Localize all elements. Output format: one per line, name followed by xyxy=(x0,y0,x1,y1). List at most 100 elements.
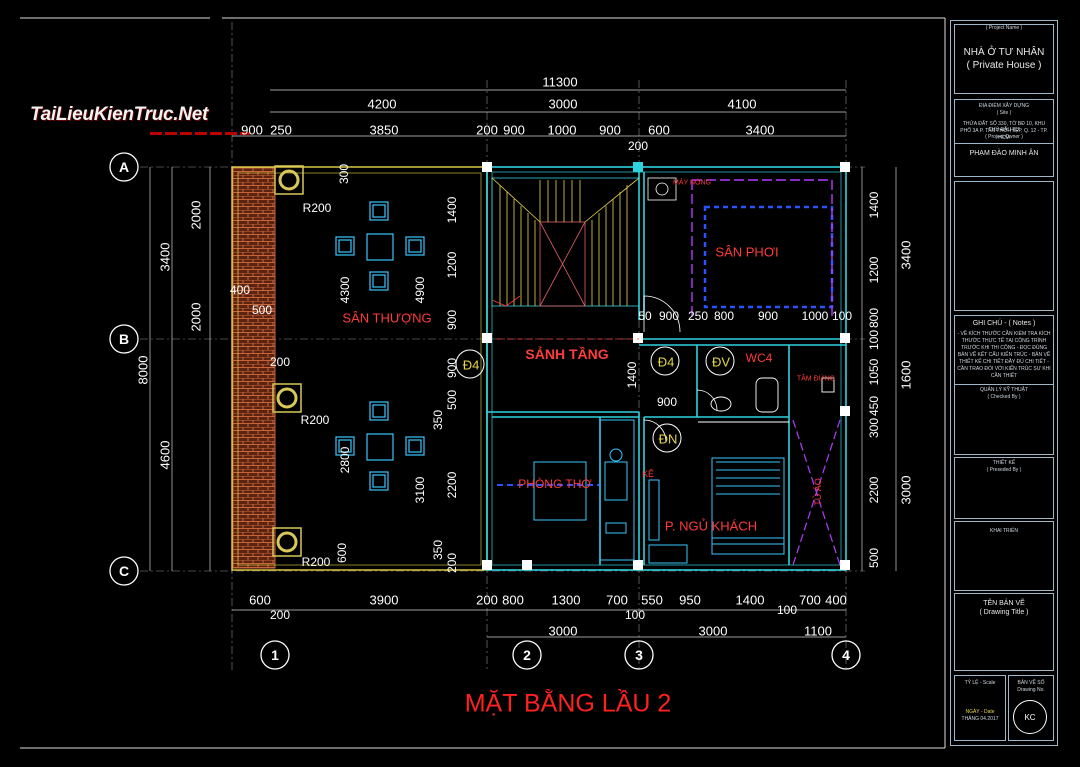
terrace-furniture xyxy=(335,201,425,491)
dimension-label: 900 xyxy=(503,122,525,138)
blank-cell xyxy=(954,181,1054,311)
dimension-label: 200 xyxy=(476,592,498,608)
dwg-title-label: TÊN BẢN VẼ xyxy=(983,600,1025,607)
room-label-altar: PHÒNG THỜ xyxy=(518,477,592,491)
dimension-label: 100 xyxy=(831,309,853,323)
room-label-wardrobe: TỦ ÁO xyxy=(813,478,823,506)
dimension-label: 1300 xyxy=(551,592,581,608)
dimension-label: 600 xyxy=(648,122,670,138)
dimension-label: 200 xyxy=(627,139,649,153)
dimension-label: 500 xyxy=(251,303,273,317)
stair xyxy=(491,177,640,307)
checked-label: QUẢN LÝ KỸ THUẬT xyxy=(980,387,1028,393)
room-label-hall: SẢNH TẦNG xyxy=(525,346,609,362)
light-label: Đ4 xyxy=(657,354,675,370)
site-text: THỬA ĐẤT SỐ 330, TỜ BĐ 10, KHU PHỐ 3A P.… xyxy=(960,121,1048,141)
dimension-label: R200 xyxy=(302,201,332,215)
grid-bubble-label: A xyxy=(118,159,130,175)
dimension-label: 900 xyxy=(757,309,779,323)
dev-cell: KHAI TRIỂN xyxy=(954,521,1054,591)
dimension-label: 8000 xyxy=(135,355,151,385)
grid-bubble-label: B xyxy=(118,331,130,347)
dimension-label: 200 xyxy=(476,122,498,138)
dimension-label: 3000 xyxy=(698,623,728,639)
axis-bubbles xyxy=(109,152,861,670)
dimension-label: 1200 xyxy=(867,256,881,284)
dimension-label: 3900 xyxy=(369,592,399,608)
dimension-label: 100 xyxy=(624,608,646,622)
dimension-label: 3000 xyxy=(898,475,914,505)
dwgno-cell: BẢN VẼ SỐ Drawing No. xyxy=(1008,675,1054,741)
grid-bubble-label: 3 xyxy=(635,647,643,663)
dimension-label: 200 xyxy=(269,608,291,622)
dimension-label: 250 xyxy=(687,309,709,323)
dimension-label: 900 xyxy=(599,122,621,138)
scale-label: TỶ LỆ - Scale xyxy=(964,680,996,686)
dimension-label: 2000 xyxy=(188,200,204,230)
dimension-label: 800 xyxy=(713,309,735,323)
dimension-label: 900 xyxy=(656,395,678,409)
project-name-en: ( Private House ) xyxy=(966,60,1042,71)
dimension-label: 800 xyxy=(502,592,524,608)
dimension-label: 300 xyxy=(867,417,881,439)
watermark-logo: TaiLieuKienTruc.Net xyxy=(30,104,209,125)
dimension-label: 800 xyxy=(867,307,881,329)
grid-bubble-label: C xyxy=(118,563,130,579)
room-label-shelf: KỆ xyxy=(641,469,655,479)
dimension-label: 11300 xyxy=(542,74,578,90)
owner-cell: CHỦ ĐẦU TƯ ( Project Owner ) PHẠM ĐÀO MI… xyxy=(954,125,1054,177)
dimension-label: 450 xyxy=(867,395,881,417)
dimension-label: 3000 xyxy=(548,623,578,639)
light-label: Đ4 xyxy=(462,357,480,373)
dimension-label: 2200 xyxy=(867,476,881,504)
project-name: NHÀ Ở TƯ NHÂN xyxy=(963,47,1045,58)
dimension-label: 900 xyxy=(445,309,459,331)
title-block: ( Project Name ) NHÀ Ở TƯ NHÂN ( Private… xyxy=(950,20,1058,746)
site-cell: ĐỊA ĐIỂM XÂY DỰNG ( Site ) THỬA ĐẤT SỐ 3… xyxy=(954,99,1054,144)
dimension-label: 1400 xyxy=(625,361,639,389)
light-symbols xyxy=(455,346,735,453)
dev-label: KHAI TRIỂN xyxy=(990,528,1018,534)
room-label-drying: SÂN PHƠI xyxy=(715,244,779,260)
dimension-label: 300 xyxy=(337,163,351,185)
dimension-label: 550 xyxy=(641,592,663,608)
drawn-en: ( Preseded By ) xyxy=(986,467,1022,473)
dimension-label: 100 xyxy=(776,603,798,617)
dimension-label: 1000 xyxy=(547,122,577,138)
dimension-label: 4200 xyxy=(367,96,397,112)
notes-text: - VỀ KÍCH THƯỚC CẦN KIỂM TRA KÍCH THƯỚC … xyxy=(957,331,1051,379)
light-label: ĐV xyxy=(711,354,731,370)
dimension-label: 700 xyxy=(606,592,628,608)
dimension-label: 1200 xyxy=(445,251,459,279)
dimension-label: 4100 xyxy=(727,96,757,112)
dimension-label: 1050 xyxy=(867,358,881,386)
date-value: THÁNG 04.2017 xyxy=(961,716,999,722)
dimension-label: 400 xyxy=(229,283,251,297)
dimension-label: 100 xyxy=(867,329,881,351)
dimension-label: 4900 xyxy=(413,276,427,304)
dimension-label: 4300 xyxy=(338,276,352,304)
room-label-heater: MÁY NÓNG xyxy=(673,179,711,187)
dimension-label: 1600 xyxy=(898,360,914,390)
dimension-label: 2000 xyxy=(188,302,204,332)
dimension-label: 3400 xyxy=(745,122,775,138)
dimension-label: 350 xyxy=(431,539,445,561)
dimension-label: R200 xyxy=(300,413,330,427)
dimension-label: 900 xyxy=(658,309,680,323)
dimension-lines xyxy=(149,89,897,638)
dimension-label: 200 xyxy=(269,355,291,369)
doors xyxy=(643,295,718,443)
dwg-title-cell: TÊN BẢN VẼ ( Drawing Title ) xyxy=(954,593,1054,671)
project-name-label: ( Project Name ) xyxy=(985,25,1023,31)
dimension-label: 3400 xyxy=(898,240,914,270)
altar-furniture xyxy=(533,419,635,561)
dwgno-en: Drawing No. xyxy=(1017,687,1045,693)
dimension-label: R200 xyxy=(301,555,331,569)
dwg-title-en: ( Drawing Title ) xyxy=(979,609,1029,616)
room-label-guest: P. NGỦ KHÁCH xyxy=(664,518,758,534)
dimension-label: 700 xyxy=(799,592,821,608)
checked-cell: QUẢN LÝ KỸ THUẬT ( Checked By ) xyxy=(954,385,1054,455)
drawing-title: MẶT BẰNG LẦU 2 xyxy=(464,689,672,718)
grid-bubble-label: 4 xyxy=(842,647,850,663)
